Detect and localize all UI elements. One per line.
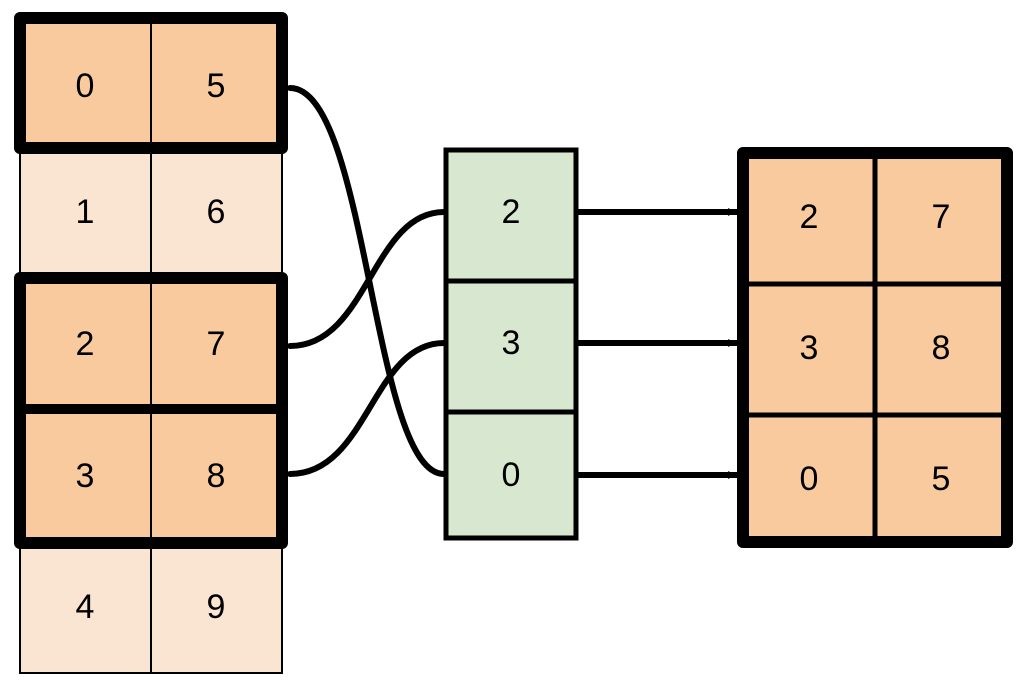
connector-row3-to-index-3 <box>287 340 447 477</box>
connector-curves <box>287 85 447 477</box>
source-label-r1c1: 6 <box>207 193 226 231</box>
source-label-r4c0: 4 <box>76 588 95 626</box>
source-table-cells <box>19 17 283 674</box>
connector-row2-to-index-2 <box>287 209 447 349</box>
source-table: 0 5 1 6 2 7 3 8 4 9 <box>14 12 288 674</box>
index-column: 2 3 0 <box>443 147 579 541</box>
source-label-r0c1: 5 <box>207 67 226 105</box>
source-label-r2c1: 7 <box>207 325 226 363</box>
source-cell-r1c1[interactable] <box>150 147 283 279</box>
source-label-r4c1: 9 <box>207 588 226 626</box>
result-cell-r2c0[interactable] <box>740 412 878 545</box>
result-label-r2c1: 5 <box>932 460 951 498</box>
source-row-0-selection <box>14 12 288 154</box>
result-cell-r1c1[interactable] <box>872 281 1010 418</box>
source-cell-r0c0[interactable] <box>19 17 152 149</box>
result-cell-r2c1[interactable] <box>872 412 1010 545</box>
index-label-2: 0 <box>502 456 521 494</box>
result-label-r1c0: 3 <box>800 329 819 367</box>
index-label-1: 3 <box>502 324 521 362</box>
source-cell-r3c1[interactable] <box>150 408 283 544</box>
source-label-r0c0: 0 <box>76 67 95 105</box>
source-cell-r0c1[interactable] <box>150 17 283 149</box>
index-label-0: 2 <box>502 193 521 231</box>
result-arrows <box>578 208 738 479</box>
result-label-r0c1: 7 <box>932 198 951 236</box>
result-cell-r0c1[interactable] <box>872 150 1010 287</box>
source-cell-r4c1[interactable] <box>150 542 283 674</box>
source-cell-r4c0[interactable] <box>19 542 152 674</box>
source-cell-r2c1[interactable] <box>150 277 283 410</box>
index-cell-2[interactable] <box>443 409 579 541</box>
result-label-r2c0: 0 <box>800 460 819 498</box>
source-label-r1c0: 1 <box>76 193 95 231</box>
result-table: 2 7 3 8 0 5 <box>737 147 1013 548</box>
source-label-r3c1: 8 <box>207 457 226 495</box>
result-label-r0c0: 2 <box>800 198 819 236</box>
source-label-r3c0: 3 <box>76 457 95 495</box>
index-cell-0[interactable] <box>443 147 579 284</box>
result-table-outline <box>737 147 1013 548</box>
source-label-r2c0: 2 <box>76 325 95 363</box>
result-label-r1c1: 8 <box>932 329 951 367</box>
